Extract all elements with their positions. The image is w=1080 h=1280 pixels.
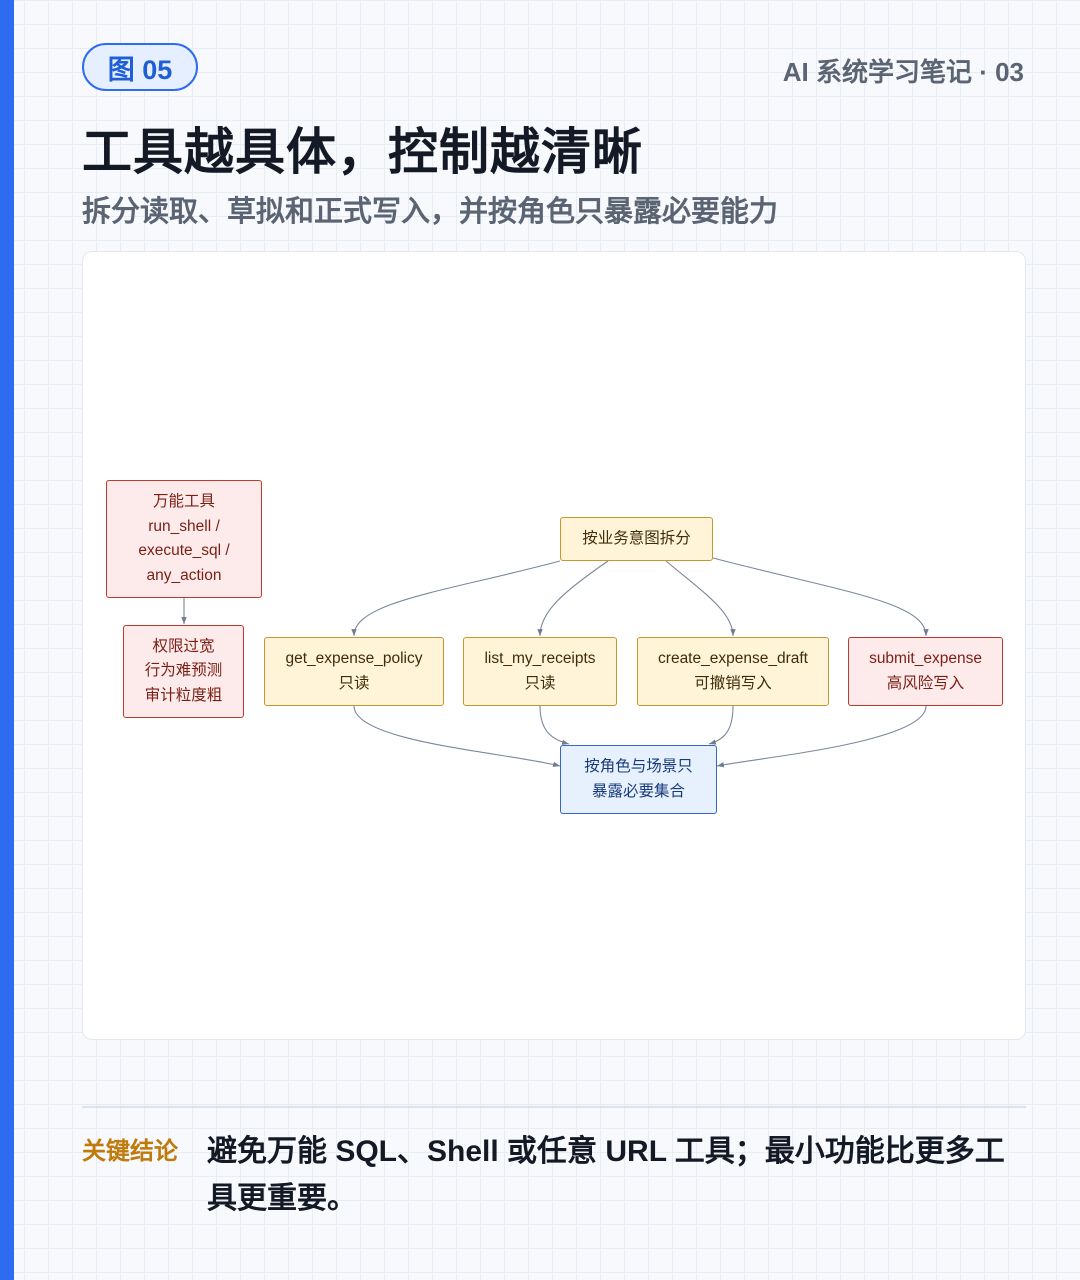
divider: [82, 1106, 1026, 1108]
node-label-line: 只读: [524, 674, 556, 692]
node-label-line: run_shell /: [148, 517, 220, 535]
conclusion-label: 关键结论: [82, 1138, 178, 1165]
node-label-line: 高风险写入: [886, 674, 965, 692]
edge-get_expense_policy-to-expose_by_role: [353, 705, 561, 767]
node-split-by-intent: 按业务意图拆分: [560, 517, 713, 561]
node-submit-expense: submit_expense 高风险写入: [848, 637, 1003, 706]
node-label-line: 只读: [338, 674, 370, 692]
edge-list_my_receipts-to-expose_by_role: [539, 705, 570, 745]
accent-bar: [0, 0, 14, 1280]
node-label-line: any_action: [146, 566, 222, 584]
edge-submit_expense-to-expose_by_role: [716, 705, 927, 768]
diagram-edges: [181, 557, 929, 768]
diagram-card: 万能工具 run_shell / execute_sql / any_action 权限…: [82, 251, 1026, 1040]
page-subtitle: 拆分读取、草拟和正式写入，并按角色只暴露必要能力: [82, 196, 779, 228]
node-label-line: 按业务意图拆分: [582, 529, 691, 547]
edge-split_by_intent-to-list_my_receipts: [537, 560, 609, 637]
node-label-line: 按角色与场景只: [584, 758, 693, 775]
node-universal-tool: 万能工具 run_shell / execute_sql / any_action: [106, 480, 262, 598]
node-label-line: list_my_receipts: [484, 650, 596, 667]
edge-split_by_intent-to-create_expense_draft: [665, 560, 736, 637]
node-label-line: execute_sql /: [138, 542, 230, 559]
figure-badge: 图 05: [82, 43, 198, 91]
conclusion-text: 避免万能 SQL、Shell 或任意 URL 工具；最小功能比更多工具更重要。: [207, 1135, 1005, 1215]
edge-split_by_intent-to-submit_expense: [712, 557, 929, 637]
edge-split_by_intent-to-get_expense_policy: [351, 560, 561, 637]
node-label-line: submit_expense: [869, 650, 982, 667]
node-label-line: 权限过宽: [152, 637, 215, 655]
node-create-expense-draft: create_expense_draft 可撤销写入: [637, 637, 829, 706]
node-expose-by-role: 按角色与场景只暴露必要集合: [560, 745, 717, 814]
series-label: AI 系统学习笔记 · 03: [782, 57, 1024, 87]
node-label-line: 暴露必要集合: [591, 782, 685, 800]
node-label-line: 行为难预测: [144, 662, 223, 680]
edge-create_expense_draft-to-expose_by_role: [708, 705, 734, 745]
node-label-line: 万能工具: [152, 493, 215, 510]
node-risks: 权限过宽行为难预测审计粒度粗: [123, 625, 244, 718]
node-label-line: 审计粒度粗: [144, 686, 223, 704]
node-label-line: get_expense_policy: [285, 650, 423, 667]
page-title: 工具越具体，控制越清晰: [82, 124, 643, 180]
node-get-expense-policy: get_expense_policy 只读: [264, 637, 444, 706]
node-label-line: 可撤销写入: [694, 674, 772, 692]
node-label-line: create_expense_draft: [658, 650, 808, 667]
node-list-my-receipts: list_my_receipts 只读: [463, 637, 617, 706]
